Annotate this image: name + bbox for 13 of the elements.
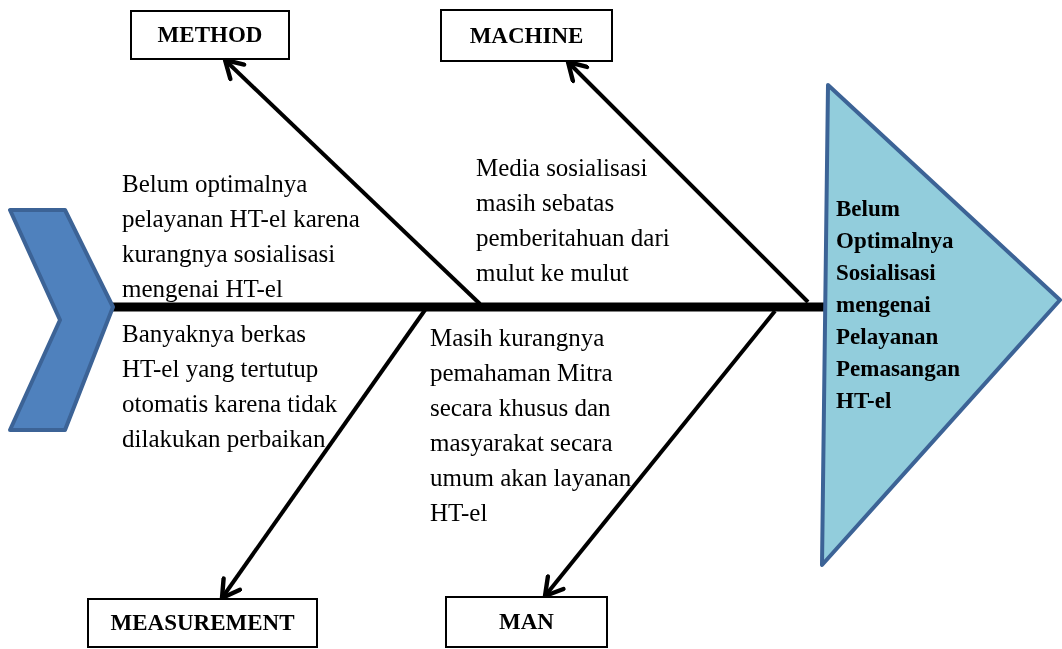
cause-text: Banyaknya berkas HT-el yang tertutup otomatis karena tidak dilakukan perbaikan — [122, 319, 339, 454]
category-box: METHOD — [130, 10, 290, 60]
category-box: MEASUREMENT — [87, 598, 318, 648]
arrow — [219, 308, 427, 601]
category-box: MAN — [445, 596, 608, 648]
effect-text: Belum Optimalnya Sosialisasi mengenai Pelayanan Pemasangan HT-el — [836, 195, 961, 415]
cause-text: Media sosialisasi masih sebatas pemberitahuan dari mulut ke mulut — [476, 153, 671, 288]
cause-text: Belum optimalnya pelayanan HT-el karena kurangnya sosialisasi mengenai HT-el — [122, 169, 361, 304]
category-box: MACHINE — [440, 9, 613, 62]
chevron-shape — [10, 210, 115, 430]
effect-triangle — [822, 85, 1062, 565]
arrow — [542, 309, 777, 599]
cause-text: Masih kurangnya pemahaman Mitra secara khusus dan masyarakat secara umum akan layanan HT-el — [430, 323, 633, 528]
